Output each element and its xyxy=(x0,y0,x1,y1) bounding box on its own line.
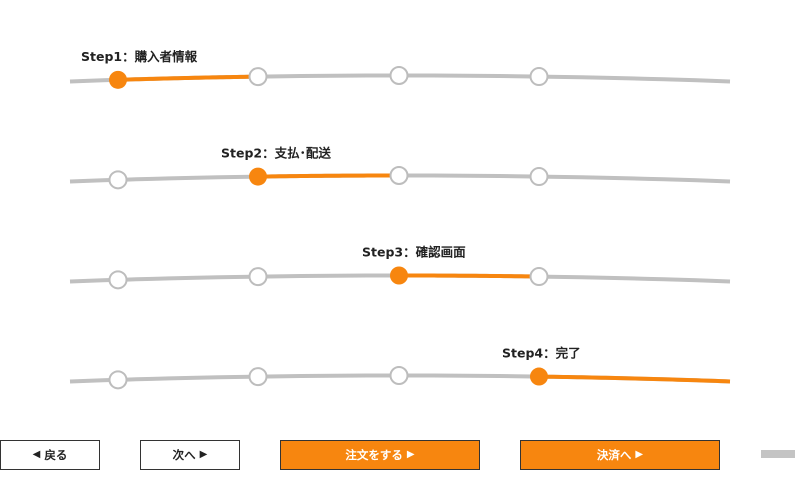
step-node xyxy=(108,270,128,290)
back-button[interactable]: ◀ 戻る xyxy=(0,440,100,470)
step-label: Step3：確認画面 xyxy=(362,245,466,260)
step-node xyxy=(108,170,128,190)
step-node xyxy=(529,167,549,187)
active-step-node xyxy=(249,167,267,186)
active-step-segment xyxy=(117,74,259,82)
active-step-segment xyxy=(538,374,731,384)
active-step-node xyxy=(390,266,408,285)
step-node xyxy=(389,166,409,186)
step-node xyxy=(108,370,128,390)
step-node xyxy=(248,267,268,287)
active-step-segment xyxy=(399,273,540,279)
step-row-1: Step1：購入者情報 xyxy=(69,49,731,89)
step-node xyxy=(529,267,549,287)
step-node xyxy=(389,66,409,86)
step-label: Step1：購入者情報 xyxy=(81,49,198,64)
step-node xyxy=(248,67,268,87)
step-label: Step2：支払･配送 xyxy=(221,146,331,161)
triangle-left-icon: ◀ xyxy=(32,449,41,460)
scroll-handle[interactable] xyxy=(761,450,795,458)
next-button-label: 次へ xyxy=(172,448,196,462)
step-node xyxy=(389,366,409,386)
checkout-button[interactable]: 決済へ ▶ xyxy=(520,440,720,470)
active-step-node xyxy=(530,367,548,386)
checkout-button-label: 決済へ xyxy=(596,448,632,462)
step-node xyxy=(529,67,549,87)
triangle-right-icon: ▶ xyxy=(199,449,208,460)
step-row-2: Step2：支払･配送 xyxy=(69,146,731,190)
checkout-stepper: Step1：購入者情報 Step2：支払･配送 Step3：確認画面 Step4：完了 xyxy=(69,49,731,390)
back-button-label: 戻る xyxy=(44,448,68,462)
step-node xyxy=(248,367,268,387)
step-row-4: Step4：完了 xyxy=(69,346,731,390)
place-order-button[interactable]: 注文をする ▶ xyxy=(280,440,480,470)
active-step-node xyxy=(109,70,127,89)
step-label: Step4：完了 xyxy=(502,346,581,361)
triangle-right-icon: ▶ xyxy=(406,449,415,460)
place-order-button-label: 注文をする xyxy=(345,448,403,462)
next-button[interactable]: 次へ ▶ xyxy=(140,440,240,470)
triangle-right-icon: ▶ xyxy=(635,449,644,460)
active-step-segment xyxy=(257,173,399,179)
step-row-3: Step3：確認画面 xyxy=(69,245,731,290)
